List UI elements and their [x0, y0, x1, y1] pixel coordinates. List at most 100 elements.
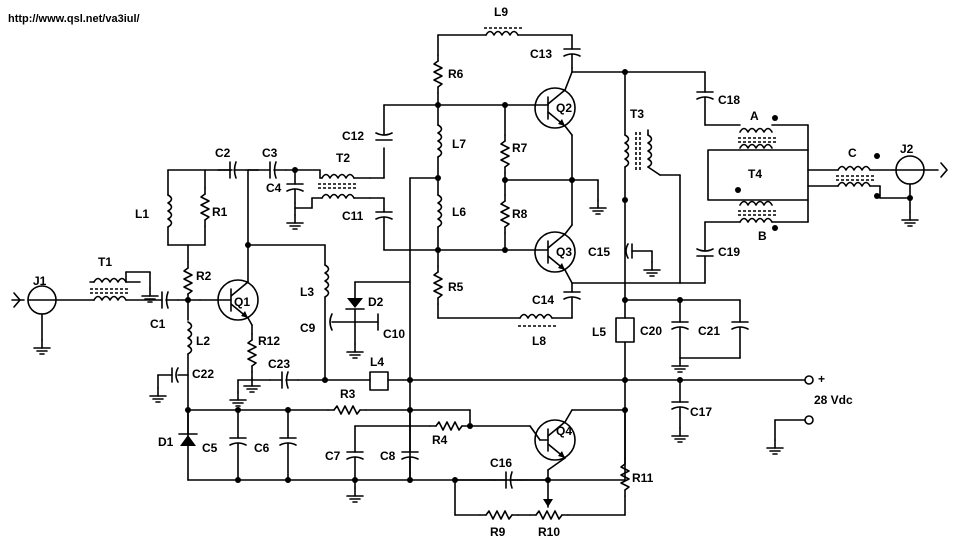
r6-label: R6 — [448, 67, 464, 81]
supply-voltage: 28 Vdc — [814, 393, 853, 407]
r9-label: R9 — [490, 525, 506, 539]
r5-resistor — [433, 249, 521, 319]
c17-label: C17 — [690, 405, 712, 419]
c22-label: C22 — [192, 367, 214, 381]
r4-label: R4 — [432, 433, 448, 447]
c18-capacitor — [696, 71, 741, 126]
r9-resistor — [454, 479, 531, 520]
r12-label: R12 — [258, 334, 280, 348]
c-balun-transformer — [807, 153, 894, 199]
c13-label: C13 — [530, 47, 552, 61]
c7-capacitor — [346, 425, 411, 503]
c1-label: C1 — [150, 317, 166, 331]
l1-label: L1 — [135, 207, 149, 221]
c8-capacitor — [401, 425, 419, 481]
t2-label: T2 — [336, 151, 350, 165]
r8-resistor — [500, 177, 510, 253]
r11-resistor — [620, 409, 630, 516]
l2-label: L2 — [196, 334, 210, 348]
q4-label: Q4 — [556, 424, 572, 438]
supply-rail — [229, 371, 814, 407]
ground-bus — [187, 477, 626, 483]
r2-resistor — [183, 261, 193, 321]
d2-label: D2 — [368, 295, 384, 309]
c14-label: C14 — [532, 293, 554, 307]
supply-terminals — [766, 415, 814, 455]
l3-inductor — [324, 264, 330, 381]
c20-capacitor — [671, 299, 741, 373]
q1-transistor — [199, 244, 261, 393]
c1-capacitor — [149, 291, 201, 309]
t4-a-label: A — [750, 109, 759, 123]
q1-label: Q1 — [234, 295, 250, 309]
c19-capacitor — [679, 174, 741, 284]
c7-label: C7 — [325, 449, 341, 463]
c13-capacitor — [563, 34, 581, 73]
c6-capacitor — [279, 409, 297, 481]
c12-label: C12 — [342, 129, 364, 143]
c3-capacitor — [247, 161, 321, 179]
r11-label: R11 — [632, 471, 654, 485]
d1-label: D1 — [158, 435, 174, 449]
t1-transformer — [89, 271, 159, 303]
l8-label: L8 — [532, 334, 546, 348]
c12-capacitor — [369, 104, 439, 179]
c16-capacitor — [454, 471, 551, 489]
c9-capacitor — [329, 313, 379, 359]
c17-capacitor — [671, 379, 689, 443]
q2-label: Q2 — [556, 101, 572, 115]
c8-label: C8 — [380, 449, 396, 463]
c20-label: C20 — [640, 324, 662, 338]
d2-diode — [345, 281, 411, 323]
t4-transformer — [707, 115, 809, 231]
c11-label: C11 — [342, 209, 364, 223]
q1-collector-bus — [245, 169, 326, 266]
r3-resistor — [185, 405, 413, 427]
l7-inductor — [435, 102, 443, 179]
c10-label: C10 — [383, 327, 405, 341]
c6-label: C6 — [254, 441, 270, 455]
r5-label: R5 — [448, 280, 464, 294]
l5-inductor — [615, 297, 741, 481]
c3-label: C3 — [262, 146, 278, 160]
q3-label: Q3 — [556, 245, 572, 259]
c16-label: C16 — [490, 456, 512, 470]
j1-connector — [11, 285, 95, 355]
r7-label: R7 — [512, 141, 528, 155]
c23-label: C23 — [268, 357, 290, 371]
t1-label: T1 — [98, 255, 112, 269]
c15-capacitor — [625, 243, 661, 277]
c19-label: C19 — [718, 245, 740, 259]
l9-label: L9 — [494, 5, 508, 19]
t4-label: T4 — [748, 167, 762, 181]
q2-transistor — [437, 69, 706, 181]
t4-b-label: B — [758, 229, 767, 243]
l7-label: L7 — [452, 137, 466, 151]
q4-transistor — [529, 407, 628, 501]
j2-connector — [879, 155, 948, 227]
l6-label: L6 — [452, 205, 466, 219]
l8-inductor — [518, 313, 573, 327]
supply-plus: + — [818, 372, 825, 386]
t2-transformer — [294, 169, 371, 209]
c2-label: C2 — [215, 146, 231, 160]
l4-label: L4 — [370, 355, 384, 369]
c9-label: C9 — [300, 321, 316, 335]
r8-label: R8 — [512, 207, 528, 221]
c18-label: C18 — [718, 93, 740, 107]
c11-capacitor — [369, 197, 439, 251]
j2-label: J2 — [900, 142, 914, 156]
t3-label: T3 — [630, 107, 644, 121]
r6-resistor — [433, 34, 487, 106]
r1-label: R1 — [212, 205, 228, 219]
c5-capacitor — [229, 409, 247, 481]
r7-resistor — [500, 102, 510, 181]
source-url: http://www.qsl.net/va3iul/ — [8, 13, 140, 25]
c4-label: C4 — [266, 181, 282, 195]
c4-capacitor — [286, 169, 304, 230]
c21-capacitor — [731, 299, 749, 359]
c15-label: C15 — [588, 245, 610, 259]
l3-label: L3 — [300, 285, 314, 299]
r4-resistor — [409, 409, 531, 431]
